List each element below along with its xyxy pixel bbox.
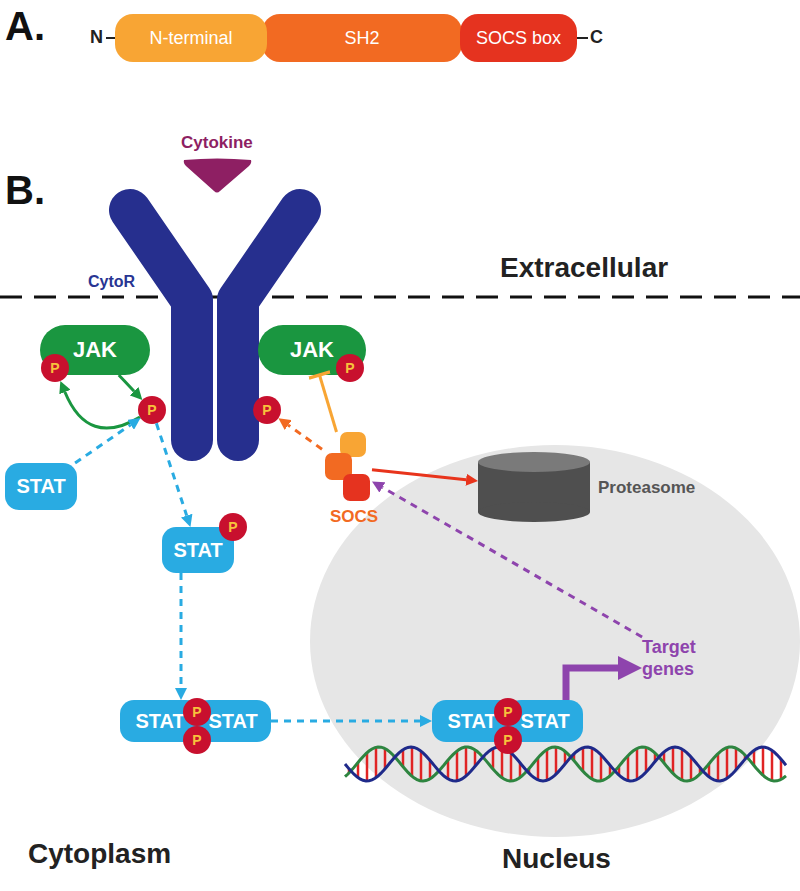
- autophosphorylation-arrow: [65, 392, 140, 428]
- phospho-circle: P: [219, 513, 247, 541]
- phospho-label: P: [219, 513, 247, 541]
- phospho-label: P: [336, 354, 364, 382]
- stat-path-arrow: [75, 425, 131, 463]
- receptor-label: CytoR: [88, 272, 135, 291]
- domain-box: SOCS box: [460, 14, 577, 62]
- base-pair: [762, 747, 765, 775]
- phospho-label: P: [494, 726, 522, 754]
- domain-box: N-terminal: [115, 14, 267, 62]
- stat-label: STAT: [5, 463, 77, 510]
- gene-label: Target genes: [642, 637, 722, 680]
- socs-shape: [322, 432, 372, 502]
- phospho-circle: P: [41, 354, 69, 382]
- phospho-circle: P: [138, 396, 166, 424]
- domain-label: SH2: [262, 14, 462, 62]
- proteasome-cylinder: [478, 452, 590, 522]
- phospho-circle: P: [494, 698, 522, 726]
- phospho-label: P: [253, 396, 281, 424]
- phospho-label: P: [183, 726, 211, 754]
- phospho-label: P: [494, 698, 522, 726]
- phospho-label: P: [138, 396, 166, 424]
- panel-letter: A.: [5, 4, 45, 49]
- nucleus-label: Nucleus: [502, 842, 611, 876]
- proteasome-label: Proteasome: [598, 478, 695, 498]
- base-pair: [771, 750, 774, 780]
- phospho-circle: P: [253, 396, 281, 424]
- stat-box: STAT: [5, 463, 77, 510]
- base-pair: [357, 763, 360, 778]
- phospho-circle: P: [336, 354, 364, 382]
- base-pair: [780, 759, 783, 779]
- phospho-circle: P: [183, 698, 211, 726]
- domain-label: N-terminal: [115, 14, 267, 62]
- phospho-circle: P: [494, 726, 522, 754]
- domain-label: SOCS box: [460, 14, 577, 62]
- phospho-circle: P: [183, 726, 211, 754]
- phosphorylation-arrow: [119, 375, 134, 391]
- socs-protein: SOCS: [322, 432, 372, 502]
- ligand-label: Cytokine: [181, 133, 253, 153]
- phospho-label: P: [41, 354, 69, 382]
- panel-letter: B.: [5, 168, 45, 213]
- gene-target: Target genes: [642, 637, 722, 683]
- phospho-label: P: [183, 698, 211, 726]
- terminus-label: C: [590, 27, 603, 48]
- socs-label: SOCS: [330, 507, 378, 527]
- terminus-label: N: [90, 27, 103, 48]
- cytokine-shape: [184, 159, 252, 193]
- region-label: Extracellular: [500, 252, 668, 284]
- proteasome: Proteasome: [478, 452, 590, 522]
- region-label: Cytoplasm: [28, 838, 171, 870]
- inhibition-line: [320, 375, 337, 432]
- cylinder-base: [478, 502, 590, 522]
- membrane-line: [0, 296, 800, 299]
- domain-box: SH2: [262, 14, 462, 62]
- receptor-chain: [130, 210, 192, 440]
- binding-arrow: [288, 425, 322, 449]
- socs-domain: [343, 474, 370, 501]
- base-pair: [348, 769, 351, 773]
- cylinder-top: [478, 452, 590, 472]
- stat-path-arrow: [180, 573, 183, 688]
- domain-linker: [576, 37, 588, 39]
